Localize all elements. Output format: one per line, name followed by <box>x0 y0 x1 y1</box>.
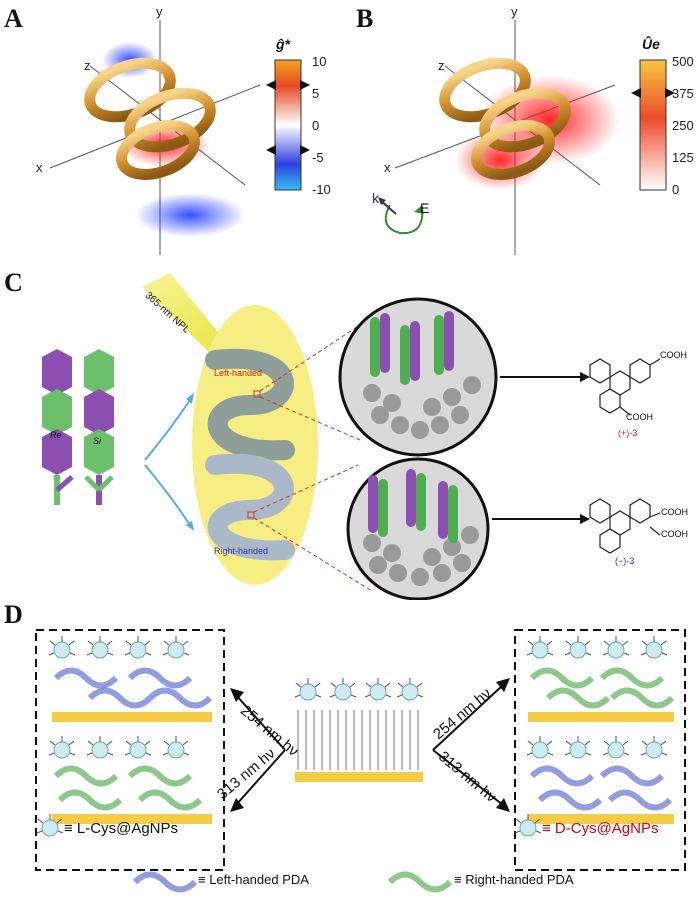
dcys-legend: ≡ D-Cys@AgNPs <box>542 820 659 837</box>
panel-d-graphic <box>35 629 686 907</box>
left-handed-label: Left-handed <box>214 368 263 378</box>
panel-a-y-axis-label: y <box>156 4 163 19</box>
panel-b-graphic <box>378 20 675 255</box>
top-cooh-1: COOH <box>660 350 687 360</box>
panel-b-tick-0: 500 <box>672 54 694 69</box>
si-label: Si <box>93 436 102 446</box>
panel-a-x-axis-label: x <box>36 160 43 175</box>
panel-b-tick-2: 250 <box>672 118 694 133</box>
left-pda-legend: ≡ Left-handed PDA <box>198 872 309 887</box>
panel-b-label: B <box>356 4 374 33</box>
right-pda-legend: ≡ Right-handed PDA <box>454 872 574 887</box>
panel-b-tick-1: 375 <box>672 86 694 101</box>
bottom-product-label: (−)-3 <box>615 556 635 566</box>
panel-a-tick-4: -10 <box>312 182 331 197</box>
bottom-cooh-1: COOH <box>661 507 688 517</box>
panel-b-k-label: k <box>372 190 379 206</box>
panel-b-x-axis-label: x <box>384 160 391 175</box>
panel-b-y-axis-label: y <box>511 4 518 19</box>
panel-b-tick-3: 125 <box>672 150 694 165</box>
right-handed-label: Right-handed <box>214 546 269 556</box>
panel-a-tick-1: 5 <box>312 86 320 101</box>
panel-b-z-axis-label: z <box>438 58 445 73</box>
panel-c-label: C <box>4 268 23 297</box>
panel-a-graphic <box>49 20 310 255</box>
lcys-legend: ≡ L-Cys@AgNPs <box>64 820 179 837</box>
top-product-label: (+)-3 <box>618 428 638 438</box>
panel-a-tick-0: 10 <box>312 54 327 69</box>
panel-b-colorbar-title: Ûe <box>642 36 660 52</box>
panel-b-tick-4: 0 <box>672 182 680 197</box>
zoom-circle-bottom <box>346 457 490 600</box>
bottom-cooh-2: COOH <box>661 529 688 539</box>
panel-c-graphic <box>42 273 661 600</box>
panel-d-label: D <box>4 600 23 629</box>
top-cooh-2: COOH <box>626 412 653 422</box>
panel-a-tick-3: -5 <box>312 150 324 165</box>
zoom-circle-top <box>338 297 498 457</box>
panel-b-e-label: E <box>420 200 430 216</box>
panel-a-colorbar-title: ĝ* <box>276 36 290 52</box>
panel-a-z-axis-label: z <box>84 58 91 73</box>
re-label: Re <box>50 430 62 440</box>
panel-a-label: A <box>4 4 23 33</box>
panel-a-tick-2: 0 <box>312 118 320 133</box>
